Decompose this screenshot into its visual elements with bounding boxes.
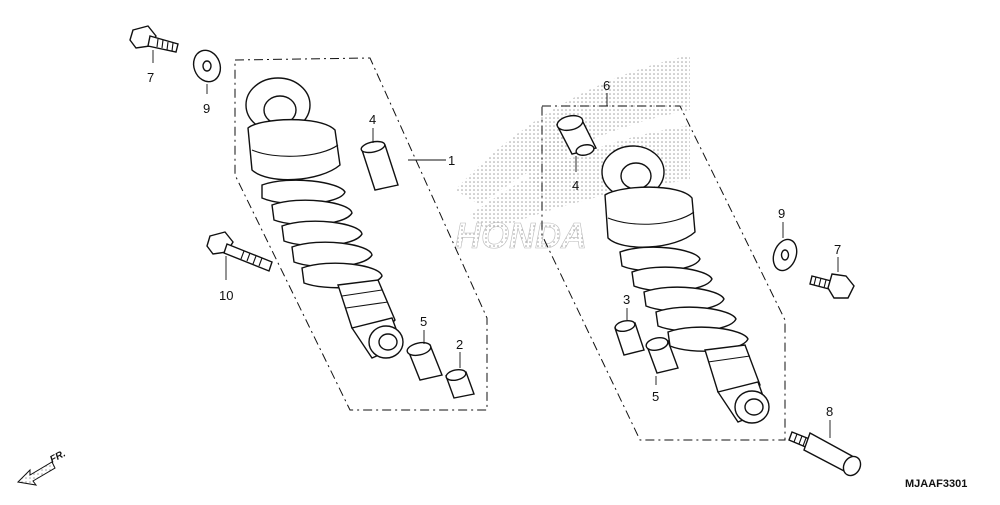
bushing-5-right <box>645 337 679 374</box>
callout-4-left: 4 <box>369 112 376 127</box>
front-direction-indicator: FR. <box>16 448 68 486</box>
rear-shock-absorber-left <box>245 77 404 359</box>
collar-2 <box>445 368 475 399</box>
callout-5-right: 5 <box>652 389 659 404</box>
honda-wordmark: HONDA <box>455 215 587 256</box>
callout-7-right: 7 <box>834 242 841 257</box>
front-label: FR. <box>48 448 67 465</box>
callout-10: 10 <box>219 288 233 303</box>
callout-5-left: 5 <box>420 314 427 329</box>
callout-4-right: 4 <box>572 178 579 193</box>
bolt-10 <box>206 231 273 272</box>
collar-4-right <box>555 114 598 156</box>
stud-bolt-8 <box>788 431 862 477</box>
callout-3: 3 <box>623 292 630 307</box>
callout-1: 1 <box>448 153 455 168</box>
bushing-5-left <box>406 341 443 381</box>
front-arrow-icon <box>16 461 56 486</box>
flange-bolt-7-right <box>809 273 855 299</box>
callout-8: 8 <box>826 404 833 419</box>
callout-6: 6 <box>603 78 610 93</box>
collar-3 <box>614 319 645 356</box>
washer-9-left <box>192 49 222 83</box>
leader-lines <box>152 50 839 438</box>
collar-4-left <box>360 140 399 191</box>
callout-9-right: 9 <box>778 206 785 221</box>
shock-absorber-group-right-outline <box>541 105 786 441</box>
shock-absorber-group-left-outline <box>234 57 488 411</box>
washer-9-right <box>772 238 798 272</box>
callout-2: 2 <box>456 337 463 352</box>
callout-labels: 7 9 4 1 10 5 2 6 4 3 5 9 7 8 <box>147 70 841 419</box>
callout-9-left: 9 <box>203 101 210 116</box>
rear-shock-absorber-right <box>601 145 770 424</box>
callout-7-left: 7 <box>147 70 154 85</box>
flange-bolt-7-left <box>129 25 179 53</box>
drawing-code: MJAAF3301 <box>905 478 967 490</box>
